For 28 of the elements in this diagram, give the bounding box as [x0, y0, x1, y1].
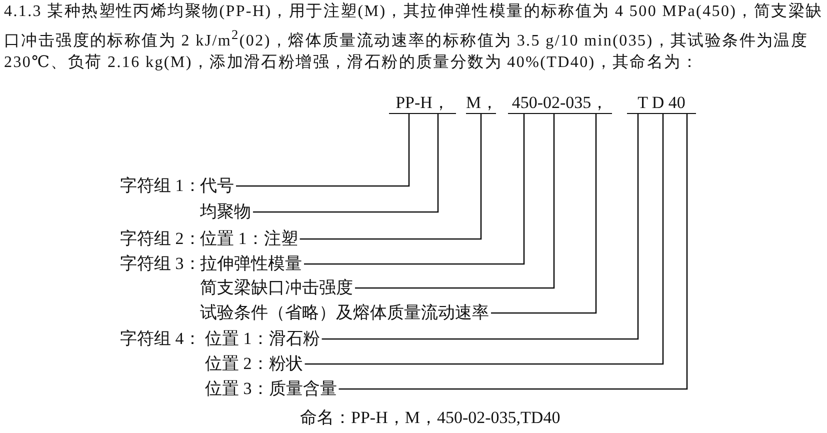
group-label: 字符组 3：	[120, 253, 201, 275]
leader-line	[300, 114, 482, 240]
group-label: 字符组 4：	[120, 328, 201, 350]
callout-label: 均聚物	[200, 201, 251, 223]
callout-label: 拉伸弹性模量	[200, 253, 302, 275]
callout-label: 位置 1：注塑	[200, 228, 298, 250]
callout-label: 位置 3：质量含量	[205, 378, 337, 400]
designation-segment: M，	[466, 93, 496, 114]
callout-label: 试验条件（省略）及熔体质量流动速率	[200, 302, 489, 324]
designation-segment: T D 40	[627, 93, 696, 114]
callout-label: 简支梁缺口冲击强度	[200, 277, 353, 299]
callout-label: 位置 1：滑石粉	[205, 328, 320, 350]
caption-text: 命名：PP-H，M，450-02-035,TD40	[300, 407, 560, 429]
leader-line	[355, 114, 555, 289]
paragraph-text: 4.1.3 某种热塑性丙烯均聚物(PP-H)，用于注塑(M)，其拉伸弹性模量的标称值为 4 500 MPa(450)，简支梁缺口冲击强度的标称值为 2 kJ/m$^{2}$(02)，熔体质量流动速率的标称值为 3.5 g/10 min(035)，其试验条件为温度 230℃、负荷 2.16 kg(M)，添加滑石粉增强，滑石粉的质量分数为 40%(TD40)，其命名为：	[4, 1, 824, 74]
leader-line	[338, 114, 688, 390]
group-label: 字符组 2：	[120, 228, 201, 250]
designation-segment: PP-H，	[389, 93, 456, 114]
leader-line	[304, 114, 664, 365]
callout-label: 位置 2：粉状	[205, 353, 303, 375]
group-label: 字符组 1：	[120, 175, 201, 197]
leader-line	[304, 114, 525, 265]
callout-label: 代号	[200, 175, 234, 197]
leader-line	[253, 114, 439, 213]
designation-segment: 450-02-035，	[508, 93, 612, 114]
leader-line	[236, 114, 410, 187]
leader-line	[491, 114, 597, 314]
leader-line	[322, 114, 639, 340]
